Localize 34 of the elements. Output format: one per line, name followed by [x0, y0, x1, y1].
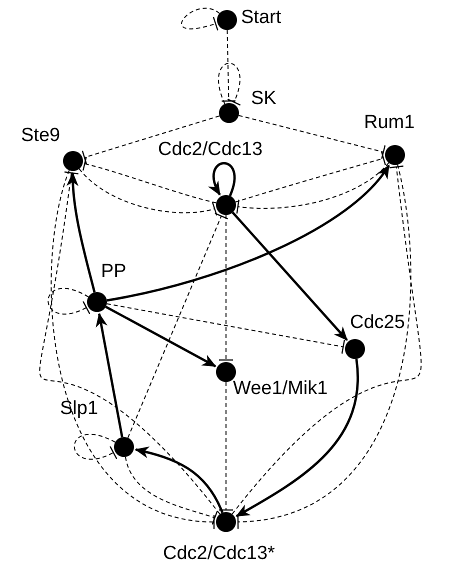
node-label: SK	[251, 88, 276, 110]
inhibition-line	[235, 151, 386, 202]
arrow	[134, 446, 224, 514]
arrow	[96, 312, 124, 438]
inhibition-line	[181, 8, 220, 32]
node-label: Cdc2/Cdc13*	[163, 543, 275, 565]
inhibition-line	[238, 114, 386, 160]
inhibition-line	[218, 382, 234, 511]
node-label: Cdc2/Cdc13	[158, 139, 263, 161]
inhibition-line	[78, 168, 217, 216]
arrow	[106, 164, 390, 302]
arrow	[236, 358, 359, 518]
inhibition-line	[236, 162, 390, 214]
arrow	[66, 172, 96, 293]
inhibition-line	[48, 288, 90, 315]
inhibition-line	[125, 456, 218, 526]
inhibition-line	[82, 115, 220, 165]
inhibition-line	[127, 212, 228, 438]
node-label: Cdc25	[350, 312, 405, 334]
node-label: PP	[101, 261, 126, 283]
inhibition-line	[82, 156, 217, 204]
node-label: Ste9	[21, 125, 60, 147]
node-label: Start	[241, 7, 282, 29]
inhibition-line	[106, 303, 346, 354]
node-label: Rum1	[364, 112, 415, 134]
inhibition-line	[218, 62, 242, 106]
inhibition-line	[74, 434, 117, 460]
arrow	[232, 212, 348, 341]
arrow	[208, 162, 236, 196]
node-label: Slp1	[60, 398, 98, 420]
inhibition-line	[218, 214, 234, 361]
arrow	[105, 306, 216, 368]
inhibition-line	[221, 30, 236, 102]
node-label: Wee1/Mik1	[233, 378, 328, 400]
